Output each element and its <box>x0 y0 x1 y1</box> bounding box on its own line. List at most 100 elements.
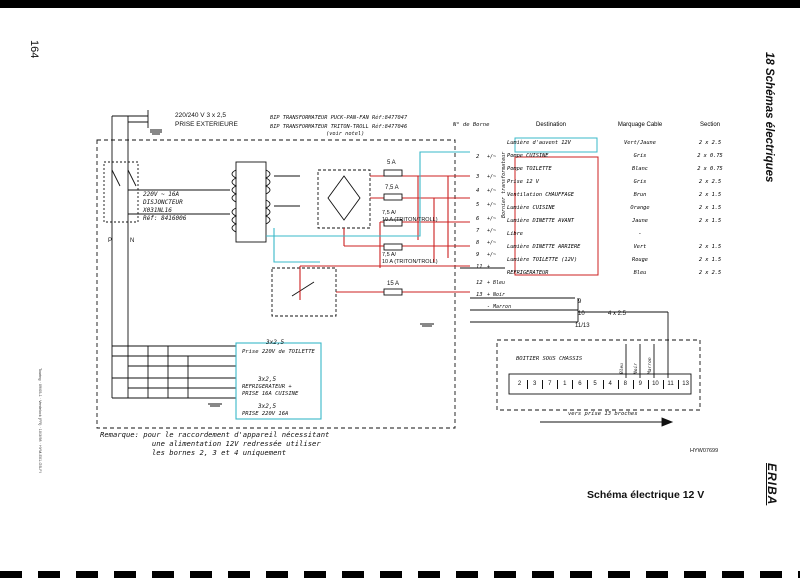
destination-cell: Ventilation CHAUFFAGE <box>507 191 574 198</box>
borne-sign: +/~ <box>487 216 497 222</box>
borne-number: 4 <box>476 188 480 194</box>
marquage-cell: Vert/Jaune <box>624 139 656 146</box>
borne-number: 9 <box>476 252 480 258</box>
terminal-cell: 6 <box>572 380 589 389</box>
top-border <box>0 0 800 8</box>
destination-cell: Pompe TOILETTE <box>507 165 552 172</box>
fuse-label-5: 15 A <box>387 281 400 287</box>
destination-cell: Lumière DINETTE ARRIERE <box>507 243 581 250</box>
table-row: Lumière TOILETTE (12V) Rouge 2 x 1.5 <box>505 253 737 266</box>
bornes-header: N° de Borne <box>453 122 490 128</box>
socket-2-label: REFRIGERATEUR + PRISE 16A CUISINE <box>242 384 299 397</box>
section-cell <box>683 227 737 240</box>
section-cell: 2 x 2.5 <box>698 139 722 146</box>
socket-2-section: 3x2,5 <box>258 376 277 383</box>
wire-10-label: 10 <box>578 311 585 317</box>
marquage-cell: Jaune <box>632 217 648 224</box>
marquage-cell: Rouge <box>632 256 648 263</box>
breaker-box <box>103 161 139 223</box>
table-highlight-cyan <box>514 137 598 153</box>
table-header-row: Destination Marquage Cable Section <box>505 114 737 136</box>
section-cell: 2 x 0.75 <box>697 152 723 159</box>
table-row: Pompe CUISINE Gris 2 x 0.75 <box>505 149 737 162</box>
destination-cell: REFRIGERATEUR <box>507 269 549 276</box>
destination-table: Destination Marquage Cable Section Lumiè… <box>505 114 737 279</box>
remark-note: Remarque: pour le raccordement d'apparei… <box>100 430 330 457</box>
terminal-cell: 11 <box>663 380 680 389</box>
transformer-core <box>235 161 267 243</box>
terminal-cell: 9 <box>633 380 649 389</box>
borne-number: 3 <box>476 174 480 180</box>
borne-number: 2 <box>476 154 480 160</box>
socket-1-label: Prise 220V de TOILETTE <box>242 349 315 355</box>
breaker-line-4: Réf: 8416006 <box>143 215 187 222</box>
marquage-cell: Gris <box>633 152 647 159</box>
transformer-line-2: BIP TRANSFORMATEUR TRITON-TROLL Réf:8477… <box>270 124 408 130</box>
section-cell: 2 x 2.5 <box>698 269 722 276</box>
destination-cell: Prise 12 V <box>507 178 539 185</box>
borne-number: 11 <box>476 264 483 270</box>
fuse-label-2: 7,5 A <box>385 185 399 191</box>
housing-outline <box>96 139 456 429</box>
section-cell: 2 x 1.5 <box>698 256 722 263</box>
table-row: Lumière DINETTE ARRIERE Vert 2 x 1.5 <box>505 240 737 253</box>
borne-number: 5 <box>476 202 480 208</box>
destination-cell: Lumière TOILETTE (12V) <box>507 256 578 263</box>
fuse-label-3: 7,5 A/ 10 A (TRITON/TROLL) <box>382 210 438 223</box>
section-cell: 2 x 2.5 <box>698 178 722 185</box>
borne-sign: +/~ <box>487 202 497 208</box>
fuse-15a <box>383 288 403 296</box>
destination-cell: Libre <box>507 230 523 237</box>
destination-cell: Lumière DINETTE AVANT <box>507 217 574 224</box>
fuse-7-5a <box>383 193 403 201</box>
wire-color-noir: Noir <box>634 362 639 374</box>
header-destination: Destination <box>535 122 567 128</box>
boitier-outline <box>496 339 701 411</box>
borne-number: 13 <box>476 292 483 298</box>
transformer-line-1: BIP TRANSFORMATEUR PUCK-PAN-FAN Réf:8477… <box>270 115 408 121</box>
wire-9-label: 9 <box>578 299 582 305</box>
wire-1113-label: 11/13 <box>575 323 590 329</box>
terminal-cell: 7 <box>542 380 559 389</box>
socket-3-section: 3x2,5 <box>258 403 277 410</box>
borne-number: 12 <box>476 280 483 286</box>
relay-box <box>271 267 337 317</box>
wire-color-marron: Marron <box>648 357 653 374</box>
n-label: N <box>130 238 135 244</box>
borne-sign: +/~ <box>487 188 497 194</box>
borne-sign: - Marron <box>487 304 512 310</box>
marquage-cell: Orange <box>630 204 650 211</box>
transformer-line-3: (voir notel) <box>326 131 365 137</box>
marquage-cell: Bleu <box>633 269 647 276</box>
reference-code: HYW07699 <box>690 448 719 454</box>
cable-label: 4 x 2.5 <box>608 311 627 317</box>
table-row: Libre- <box>505 227 737 240</box>
table-row: Lumière d'auvent 12V Vert/Jaune 2 x 2.5 <box>505 136 737 149</box>
header-section: Section <box>699 122 720 128</box>
section-cell: 2 x 1.5 <box>698 204 722 211</box>
section-cell: 2 x 1.5 <box>698 243 722 250</box>
terminal-cell: 5 <box>588 380 604 389</box>
destination-cell: Pompe CUISINE <box>507 152 549 159</box>
socket-3-label: PRISE 220V 16A <box>242 411 289 417</box>
fuse-7-5a-10a-2 <box>383 243 403 251</box>
terminal-cell: 10 <box>648 380 664 389</box>
borne-number: 6 <box>476 216 480 222</box>
terminal-cell: 3 <box>527 380 544 389</box>
terminal-cell: 13 <box>682 381 689 387</box>
socket-1-section: 3x2,5 <box>266 339 285 346</box>
destination-cell: Lumière d'auvent 12V <box>507 139 571 146</box>
fuse-label-4: 7,5 A/ 10 A (TRITON/TROLL) <box>382 252 438 265</box>
supply-voltage: 220/240 V 3 x 2,5 <box>175 112 226 119</box>
borne-sign: +/~ <box>487 228 497 234</box>
supply-prise: PRISE EXTERIEURE <box>175 121 238 128</box>
table-row: Lumière DINETTE AVANT Jaune 2 x 1.5 <box>505 214 737 227</box>
marquage-cell: Vert <box>633 243 647 250</box>
breaker-line-2: DISJONCTEUR <box>143 199 183 206</box>
section-cell: 2 x 1.5 <box>698 217 722 224</box>
